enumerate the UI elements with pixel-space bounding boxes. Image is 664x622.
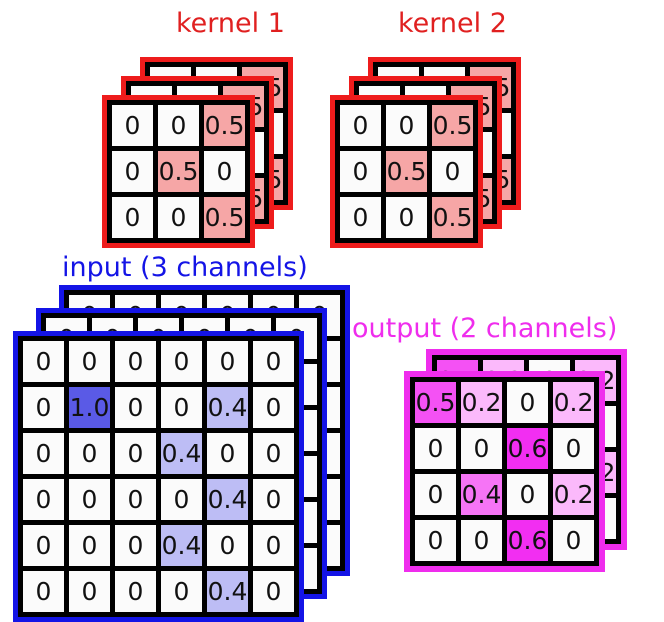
input-ch3-cell-r2-c3: 0.4 [161,433,202,474]
output-ch2-cell-r1-c2: 0.6 [507,428,548,469]
kernel-1-ch3-cell-r1-c0: 0 [112,151,153,192]
kernel-1-ch3-cell-r2-c1: 0 [158,197,199,238]
input-ch3-cell-r4-c1: 0 [69,525,110,566]
output-ch2-cell-r0-c2: 0 [507,382,548,423]
input-ch3-cell-r2-c4: 0 [207,433,248,474]
kernel-2-ch3-cell-r1-c1: 0.5 [386,151,427,192]
input-ch3-cell-r4-c2: 0 [115,525,156,566]
input-ch3-cell-r1-c4: 0.4 [207,387,248,428]
output-ch2-cell-r2-c0: 0 [415,474,456,515]
input-ch3-cell-r0-c1: 0 [69,341,110,382]
kernel-2-ch3-cell-r2-c2: 0.5 [432,197,473,238]
kernel-2-ch3-cell-r0-c1: 0 [386,105,427,146]
output-ch2-cell-r1-c1: 0 [461,428,502,469]
input-ch3-cell-r1-c2: 0 [115,387,156,428]
input-ch3-cell-r3-c0: 0 [23,479,64,520]
kernel-1-ch3-cell-r1-c1: 0.5 [158,151,199,192]
output-ch2-cell-r1-c0: 0 [415,428,456,469]
input-ch3-cell-r5-c2: 0 [115,571,156,612]
output-ch2-cell-r3-c2: 0.6 [507,520,548,561]
input-ch3-cell-r3-c2: 0 [115,479,156,520]
input-ch3-cell-r0-c5: 0 [253,341,294,382]
output-title: output (2 channels) [352,313,618,344]
input-ch3-cell-r3-c3: 0 [161,479,202,520]
kernel-1-ch3-cell-r2-c2: 0.5 [204,197,245,238]
kernel-1-ch3-cell-r0-c2: 0.5 [204,105,245,146]
output-ch2-cell-r0-c0: 0.5 [415,382,456,423]
kernel-2-ch3-cell-r2-c1: 0 [386,197,427,238]
kernel-2-ch3-cell-r0-c2: 0.5 [432,105,473,146]
output-ch2-cell-r3-c1: 0 [461,520,502,561]
input-ch3-cell-r3-c1: 0 [69,479,110,520]
kernel-1-ch3-cell-r0-c1: 0 [158,105,199,146]
input-ch3-cell-r0-c4: 0 [207,341,248,382]
input-ch3-cell-r5-c3: 0 [161,571,202,612]
output-ch2-cell-r0-c1: 0.2 [461,382,502,423]
kernel-1-title: kernel 1 [176,8,285,39]
input-ch3-cell-r2-c5: 0 [253,433,294,474]
kernel-2-ch3-cell-r2-c0: 0 [340,197,381,238]
input-ch3-cell-r4-c4: 0 [207,525,248,566]
input-ch3-cell-r0-c2: 0 [115,341,156,382]
input-ch3-cell-r4-c5: 0 [253,525,294,566]
input-ch3-cell-r1-c5: 0 [253,387,294,428]
input-ch3-cell-r4-c0: 0 [23,525,64,566]
input-ch3-cell-r1-c3: 0 [161,387,202,428]
input-ch3-cell-r1-c1: 1.0 [69,387,110,428]
kernel-2-ch3-cell-r0-c0: 0 [340,105,381,146]
output-ch2-cell-r1-c3: 0 [553,428,594,469]
output-ch2-cell-r0-c3: 0.2 [553,382,594,423]
kernel-2-ch3-cell-r1-c0: 0 [340,151,381,192]
input-ch3-cell-r1-c0: 0 [23,387,64,428]
output-ch2-cell-r2-c3: 0.2 [553,474,594,515]
output-ch2-cell-r2-c1: 0.4 [461,474,502,515]
input-ch3-cell-r5-c1: 0 [69,571,110,612]
input-ch3-cell-r5-c5: 0 [253,571,294,612]
output-ch2-cell-r2-c2: 0 [507,474,548,515]
output-ch2-cell-r3-c3: 0 [553,520,594,561]
input-ch3-cell-r2-c2: 0 [115,433,156,474]
output-ch2-cell-r3-c0: 0 [415,520,456,561]
input-ch3-cell-r0-c3: 0 [161,341,202,382]
input-ch3-cell-r2-c1: 0 [69,433,110,474]
input-ch3-cell-r3-c5: 0 [253,479,294,520]
input-ch3-cell-r0-c0: 0 [23,341,64,382]
kernel-2-ch3-cell-r1-c2: 0 [432,151,473,192]
input-ch3-cell-r3-c4: 0.4 [207,479,248,520]
input-ch3-cell-r5-c0: 0 [23,571,64,612]
input-title: input (3 channels) [62,252,308,283]
kernel-2-title: kernel 2 [398,8,507,39]
kernel-1-ch3-cell-r0-c0: 0 [112,105,153,146]
input-ch3-cell-r5-c4: 0.4 [207,571,248,612]
kernel-1-ch3-cell-r1-c2: 0 [204,151,245,192]
input-ch3-cell-r2-c0: 0 [23,433,64,474]
kernel-1-ch3-cell-r2-c0: 0 [112,197,153,238]
input-ch3-cell-r4-c3: 0.4 [161,525,202,566]
